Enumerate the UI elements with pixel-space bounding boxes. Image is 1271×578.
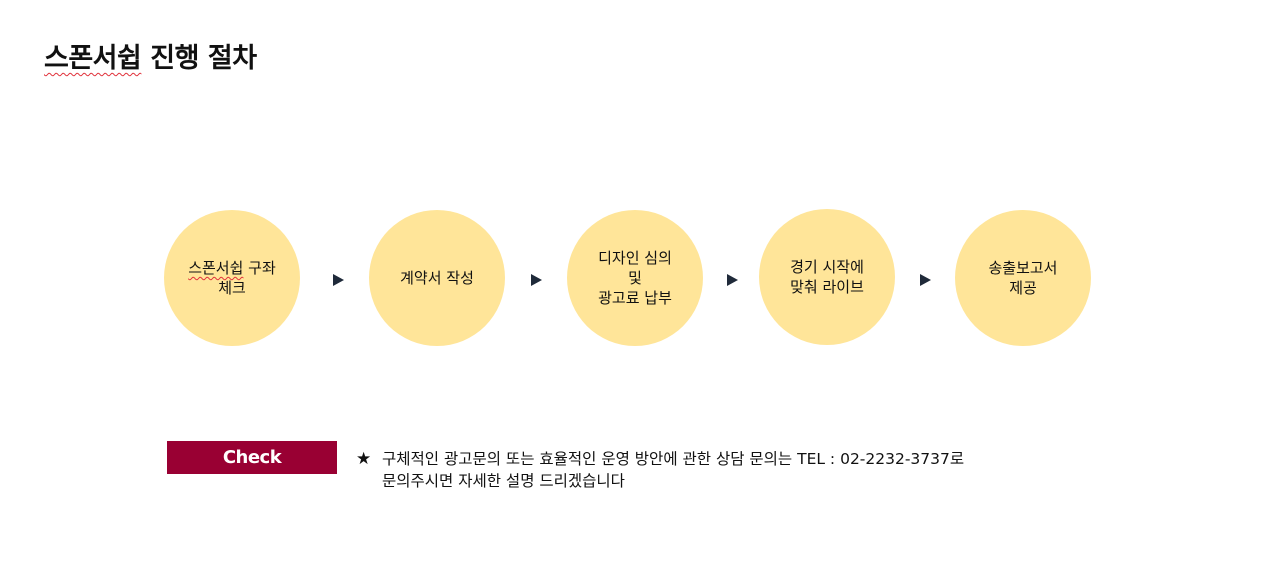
page-title-underlined-word: 스폰서쉽 (44, 43, 142, 74)
step-2-label: 계약서 작성 (400, 269, 474, 287)
step-4-label: 경기 시작에 맞춰 라이브 (790, 258, 864, 296)
contact-note-line-2: 문의주시면 자세한 설명 드리겠습니다 (382, 472, 625, 490)
step-1-label: 스폰서쉽 구좌 체크 (188, 258, 276, 298)
step-3-label: 디자인 심의 및 광고료 납부 (598, 249, 672, 307)
triangle-right-icon (333, 274, 344, 286)
page-title: 스폰서쉽 진행 절차 (44, 36, 257, 75)
step-3-circle: 디자인 심의 및 광고료 납부 (567, 210, 703, 346)
triangle-right-icon (531, 274, 542, 286)
page-title-rest: 진행 절차 (141, 43, 257, 74)
check-badge: Check (167, 441, 337, 474)
contact-note: ★ 구체적인 광고문의 또는 효율적인 운영 방안에 관한 상담 문의는 TEL … (356, 448, 964, 492)
step-1-underlined-word: 스폰서쉽 (188, 259, 244, 277)
step-4-circle: 경기 시작에 맞춰 라이브 (759, 209, 895, 345)
contact-note-line-1: ★ 구체적인 광고문의 또는 효율적인 운영 방안에 관한 상담 문의는 TEL … (356, 448, 964, 470)
triangle-right-icon (920, 274, 931, 286)
contact-note-text-1: 구체적인 광고문의 또는 효율적인 운영 방안에 관한 상담 문의는 TEL :… (382, 450, 965, 468)
step-1-circle: 스폰서쉽 구좌 체크 (164, 210, 300, 346)
step-1-label-rest: 구좌 체크 (218, 259, 276, 297)
step-2-circle: 계약서 작성 (369, 210, 505, 346)
step-5-circle: 송출보고서 제공 (955, 210, 1091, 346)
triangle-right-icon (727, 274, 738, 286)
star-icon: ★ (356, 449, 372, 469)
step-5-label: 송출보고서 제공 (988, 259, 1058, 297)
